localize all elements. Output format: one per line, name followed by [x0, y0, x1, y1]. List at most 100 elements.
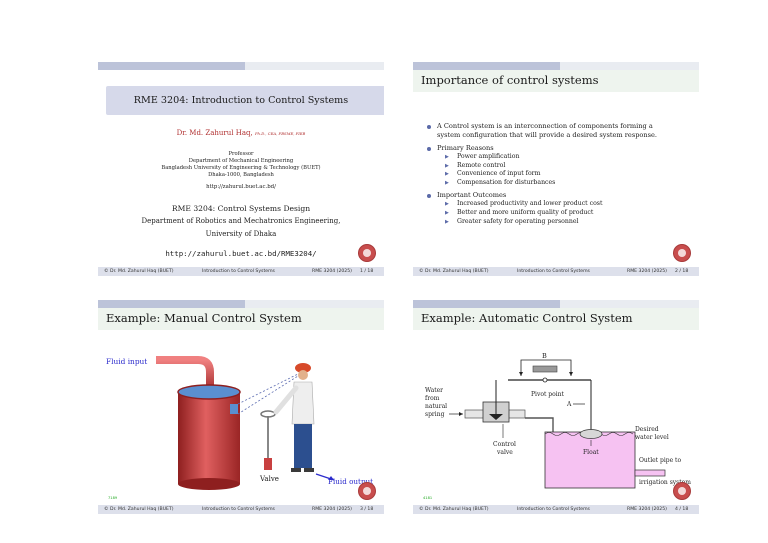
bullet-text: system configuration that will provide a…: [437, 131, 658, 139]
float-label: Float: [583, 449, 599, 456]
title-box: [106, 86, 384, 115]
university-logo: [673, 482, 691, 500]
inlet-pipe: [156, 356, 214, 392]
university-logo: [358, 244, 376, 262]
output-arrowhead: [328, 476, 334, 480]
footer-course: Introduction to Control Systems: [517, 507, 590, 512]
tank-top: [177, 384, 241, 400]
slide-title-bar: Example: Manual Control System: [98, 308, 384, 330]
manual-control-illustration: Fluid input Valve Fluid output: [106, 356, 373, 490]
slide-3: Example: Manual Control System: [98, 300, 384, 514]
presenter-name: Dr. Md. Zahurul Haq,: [176, 129, 253, 137]
valve-label: Valve: [259, 475, 279, 483]
water-tank: [544, 431, 636, 489]
presenter-department: Department of Mechanical Engineering: [188, 158, 294, 164]
tank-bottom: [178, 478, 240, 490]
falling-water: [525, 417, 554, 438]
slide-nav-number[interactable]: 7189: [108, 496, 118, 500]
sight-line: [237, 373, 299, 405]
slide-top-bar: [98, 62, 384, 70]
slide-top-bar: [413, 300, 699, 308]
level-indicator: [230, 404, 238, 414]
label-a: A: [566, 401, 572, 408]
outlet-label: Outlet pipe to: [639, 457, 681, 464]
inlet-arrowhead: [459, 412, 463, 416]
desired-level-label: water level: [635, 434, 669, 441]
slide-footer: © Dr. Md. Zahurul Haq (BUET) Introductio…: [413, 505, 699, 514]
slide-top-bar: [98, 300, 384, 308]
footer-page: 3 / 18: [360, 507, 374, 512]
course-university: University of Dhaka: [205, 230, 277, 238]
water-label: from: [425, 395, 440, 402]
sub-bullet: Remote control: [425, 162, 691, 171]
slide-title: Example: Automatic Control System: [421, 311, 633, 325]
sub-bullet: Power amplification: [425, 153, 691, 162]
footer-author: © Dr. Md. Zahurul Haq (BUET): [419, 269, 489, 274]
slide-title: Importance of control systems: [421, 73, 599, 87]
control-valve-label: Control: [493, 441, 516, 448]
slide-title-bar: Importance of control systems: [413, 70, 699, 92]
footer-code: RME 3204 (2025): [312, 507, 352, 512]
presenter-website: http://zahurul.buet.ac.bd/: [206, 184, 276, 190]
presenter-role: Professor: [228, 151, 254, 157]
bullet-definition: A Control system is an interconnection o…: [425, 122, 691, 140]
automatic-control-diagram: B Pivot point A Water from natural sprin…: [425, 352, 691, 489]
slide-1: RME 3204: Introduction to Control System…: [98, 62, 384, 276]
slide-top-bar-accent: [413, 300, 560, 308]
footer-code: RME 3204 (2025): [312, 269, 352, 274]
bullet-primary-reasons: Primary Reasons: [425, 144, 691, 153]
footer-author: © Dr. Md. Zahurul Haq (BUET): [419, 507, 489, 512]
footer-code: RME 3204 (2025): [627, 269, 667, 274]
slide-title: RME 3204: Introduction to Control System…: [133, 95, 349, 106]
slide-nav-number[interactable]: 4181: [423, 496, 433, 500]
water-label: spring: [425, 411, 445, 418]
operator-head: [298, 370, 308, 380]
course-name: RME 3204: Control Systems Design: [171, 204, 311, 213]
sub-bullet: Increased productivity and lower product…: [425, 200, 691, 209]
presenter-university: Bangladesh University of Engineering & T…: [161, 165, 321, 171]
footer-page: 1 / 18: [360, 269, 374, 274]
slide-title-bar: Example: Automatic Control System: [413, 308, 699, 330]
slide-top-bar-accent: [413, 62, 560, 70]
sub-bullet: Greater safety for operating personnel: [425, 218, 691, 227]
fluid-input-label: Fluid input: [106, 357, 147, 366]
water-label: natural: [425, 403, 447, 410]
slide-footer: © Dr. Md. Zahurul Haq (BUET) Introductio…: [413, 267, 699, 276]
footer-author: © Dr. Md. Zahurul Haq (BUET): [104, 269, 174, 274]
valve-body: [264, 458, 272, 470]
float: [579, 429, 603, 439]
slide-top-bar-accent: [98, 300, 245, 308]
bullet-important-outcomes: Important Outcomes: [425, 191, 691, 200]
operator-shoe: [291, 468, 301, 472]
bullet-list: A Control system is an interconnection o…: [425, 118, 691, 226]
operator-shoe: [304, 468, 314, 472]
slide-top-bar: [413, 62, 699, 70]
operator-hardhat: [295, 363, 311, 373]
university-logo: [673, 244, 691, 262]
course-url[interactable]: http://zahurul.buet.ac.bd/RME3204/: [165, 249, 317, 258]
slide-title: Example: Manual Control System: [106, 311, 302, 325]
sub-bullet: Better and more uniform quality of produ…: [425, 209, 691, 218]
pivot-label: Pivot point: [531, 391, 565, 398]
pivot-point: [542, 377, 548, 383]
operator-arm: [273, 385, 299, 415]
water-label: Water: [425, 387, 443, 394]
presenter-city: Dhaka-1000, Bangladesh: [208, 172, 274, 178]
slide-footer: © Dr. Md. Zahurul Haq (BUET) Introductio…: [98, 267, 384, 276]
university-logo: [358, 482, 376, 500]
slide-footer: © Dr. Md. Zahurul Haq (BUET) Introductio…: [98, 505, 384, 514]
footer-course: Introduction to Control Systems: [517, 269, 590, 274]
course-department: Department of Robotics and Mechatronics …: [141, 217, 341, 225]
sub-bullet: Convenience of input form: [425, 170, 691, 179]
footer-course: Introduction to Control Systems: [202, 507, 275, 512]
outlet-label: irrigation system: [639, 479, 691, 486]
label-b: B: [542, 352, 547, 360]
linkage-b-arrow: [519, 372, 523, 376]
control-valve-label: valve: [496, 449, 513, 456]
outlet-pipe: [634, 469, 666, 477]
fluid-output-label: Fluid output: [328, 477, 373, 486]
sub-bullet: Compensation for disturbances: [425, 179, 691, 188]
footer-author: © Dr. Md. Zahurul Haq (BUET): [104, 507, 174, 512]
operator-pants: [294, 424, 312, 468]
slide-2: Importance of control systems A Control …: [413, 62, 699, 276]
